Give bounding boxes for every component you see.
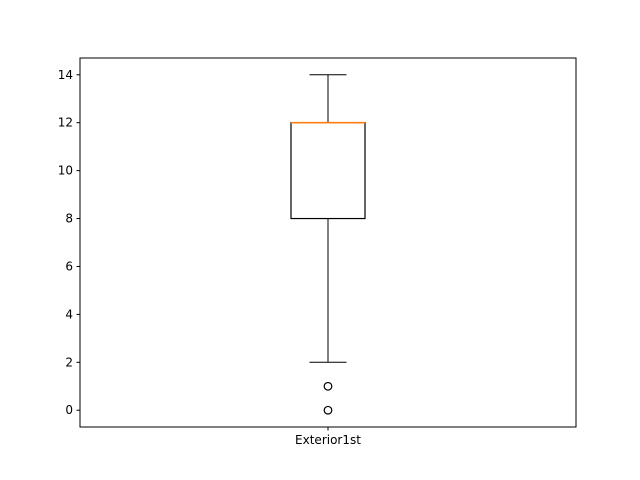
- y-tick-label: 8: [65, 212, 73, 226]
- y-tick-label: 12: [58, 116, 73, 130]
- x-tick-label: Exterior1st: [295, 433, 361, 447]
- y-tick-label: 14: [58, 68, 73, 82]
- y-tick-label: 0: [65, 403, 73, 417]
- y-axis: 0 2 4 6 8 10 12 14: [58, 68, 80, 417]
- y-tick-label: 10: [58, 164, 73, 178]
- y-tick-label: 6: [65, 259, 73, 273]
- outlier-point: [323, 405, 333, 415]
- x-axis: Exterior1st: [295, 427, 361, 447]
- outlier-point: [323, 381, 333, 391]
- y-tick-label: 4: [65, 307, 73, 321]
- y-tick-label: 2: [65, 355, 73, 369]
- box-series: [290, 74, 366, 415]
